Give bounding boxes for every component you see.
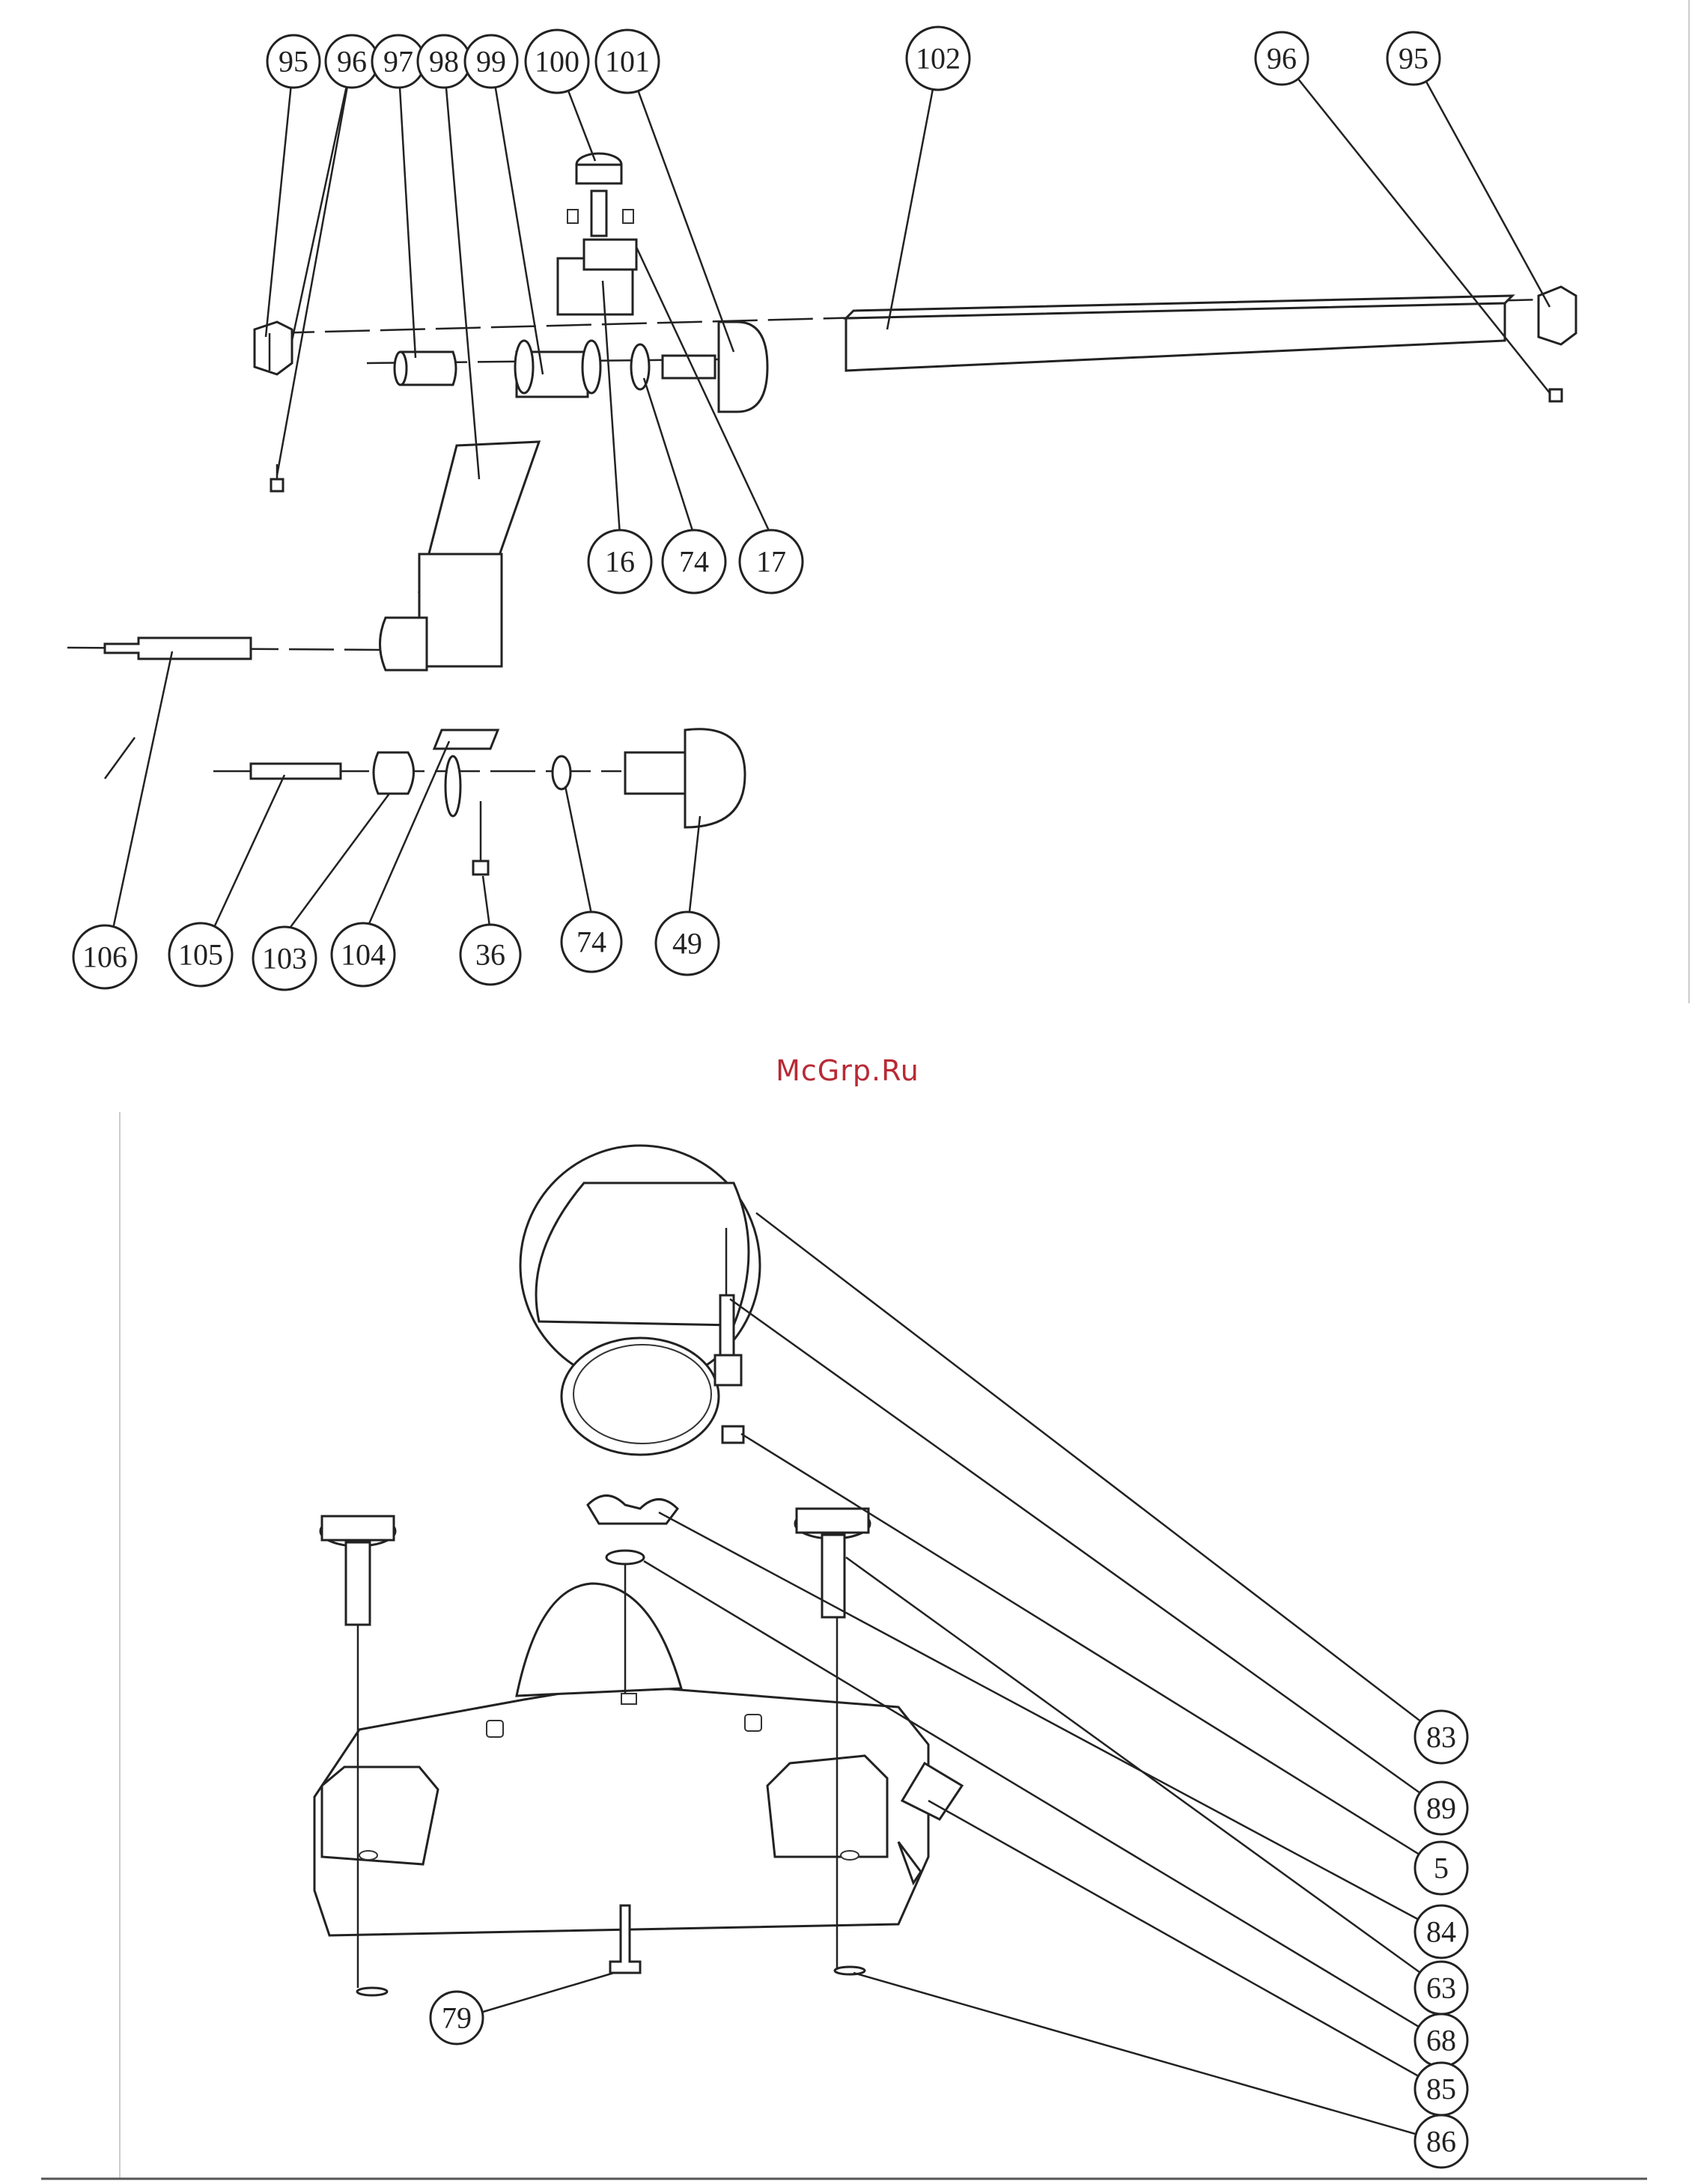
bolt-left bbox=[346, 1542, 370, 1625]
svg-text:100: 100 bbox=[535, 45, 579, 79]
svg-text:89: 89 bbox=[1426, 1792, 1456, 1825]
callout-36: 36 bbox=[460, 925, 520, 985]
svg-text:36: 36 bbox=[475, 938, 505, 972]
svg-text:63: 63 bbox=[1426, 1971, 1456, 2005]
callout-98: 98 bbox=[418, 35, 470, 88]
knob-shaft-lower bbox=[625, 752, 685, 794]
callout-63: 63 bbox=[1415, 1962, 1467, 2014]
pin-long bbox=[105, 638, 251, 659]
svg-text:17: 17 bbox=[756, 545, 786, 579]
callout-104: 104 bbox=[332, 923, 395, 986]
callout-95-left: 95 bbox=[267, 35, 320, 88]
screw-left bbox=[271, 479, 283, 491]
callout-68: 68 bbox=[1415, 2014, 1467, 2066]
washer-upper bbox=[631, 344, 649, 389]
base-saddle bbox=[517, 1584, 681, 1696]
svg-text:95: 95 bbox=[1399, 42, 1428, 76]
callout-106: 106 bbox=[73, 925, 136, 988]
callout-103: 103 bbox=[253, 927, 316, 990]
washer-lower bbox=[553, 756, 570, 789]
callout-102: 102 bbox=[907, 27, 970, 90]
callout-96-right: 96 bbox=[1256, 32, 1308, 85]
svg-text:16: 16 bbox=[605, 545, 635, 579]
callout-85: 85 bbox=[1415, 2063, 1467, 2115]
svg-text:84: 84 bbox=[1426, 1915, 1456, 1949]
callout-74-lower: 74 bbox=[562, 912, 621, 972]
svg-text:5: 5 bbox=[1434, 1852, 1449, 1885]
svg-text:86: 86 bbox=[1426, 2125, 1456, 2159]
svg-text:98: 98 bbox=[429, 45, 459, 79]
svg-text:97: 97 bbox=[383, 45, 413, 79]
callout-105: 105 bbox=[169, 923, 232, 986]
callout-74-upper: 74 bbox=[663, 530, 725, 593]
svg-text:74: 74 bbox=[576, 925, 606, 959]
washer-86-left bbox=[357, 1988, 387, 1995]
callout-89: 89 bbox=[1415, 1782, 1467, 1834]
knob-upper bbox=[719, 322, 767, 412]
end-cap-left bbox=[255, 322, 292, 374]
screw-36 bbox=[473, 861, 488, 874]
svg-text:99: 99 bbox=[476, 45, 506, 79]
svg-text:104: 104 bbox=[341, 938, 386, 972]
callout-84: 84 bbox=[1415, 1905, 1467, 1958]
svg-text:95: 95 bbox=[279, 45, 308, 79]
washer-86-right bbox=[835, 1967, 865, 1974]
svg-text:96: 96 bbox=[337, 45, 367, 79]
svg-text:79: 79 bbox=[442, 2001, 472, 2035]
callout-100: 100 bbox=[526, 30, 588, 93]
arm-block bbox=[419, 554, 502, 666]
small-plate bbox=[434, 730, 498, 749]
callout-101: 101 bbox=[596, 30, 659, 93]
callout-49: 49 bbox=[656, 912, 719, 975]
pin-short bbox=[251, 764, 341, 779]
callout-96-left: 96 bbox=[326, 35, 378, 88]
clamp-nut bbox=[722, 1426, 743, 1443]
callout-83: 83 bbox=[1415, 1711, 1467, 1763]
spacer bbox=[374, 752, 414, 794]
svg-text:103: 103 bbox=[262, 942, 307, 976]
svg-text:49: 49 bbox=[672, 927, 702, 961]
callout-79: 79 bbox=[430, 1992, 483, 2044]
svg-text:83: 83 bbox=[1426, 1721, 1456, 1754]
svg-text:74: 74 bbox=[679, 545, 709, 579]
svg-text:85: 85 bbox=[1426, 2072, 1456, 2106]
knob-lower bbox=[685, 729, 745, 827]
bottom-assembly bbox=[314, 1146, 1441, 2141]
svg-text:96: 96 bbox=[1267, 42, 1297, 76]
svg-text:68: 68 bbox=[1426, 2024, 1456, 2057]
svg-text:102: 102 bbox=[916, 42, 961, 76]
wing-nut bbox=[588, 1496, 678, 1524]
knob-screw bbox=[591, 191, 606, 236]
callout-16: 16 bbox=[588, 530, 651, 593]
svg-text:105: 105 bbox=[178, 938, 223, 972]
top-assembly bbox=[67, 58, 1576, 932]
callout-95-right: 95 bbox=[1387, 32, 1440, 85]
callout-86: 86 bbox=[1415, 2115, 1467, 2168]
base-pocket-left bbox=[322, 1767, 438, 1864]
callout-99: 99 bbox=[465, 35, 517, 88]
svg-text:101: 101 bbox=[605, 45, 650, 79]
svg-text:106: 106 bbox=[82, 940, 127, 974]
axis-bend bbox=[105, 737, 135, 779]
screw-right bbox=[1550, 389, 1562, 401]
base-pocket-right bbox=[767, 1756, 887, 1857]
watermark: McGrp.Ru bbox=[0, 1054, 1695, 1087]
callout-17: 17 bbox=[740, 530, 803, 593]
clamp-screw bbox=[720, 1295, 734, 1355]
callout-5: 5 bbox=[1415, 1842, 1467, 1894]
flat-washer bbox=[606, 1551, 644, 1564]
